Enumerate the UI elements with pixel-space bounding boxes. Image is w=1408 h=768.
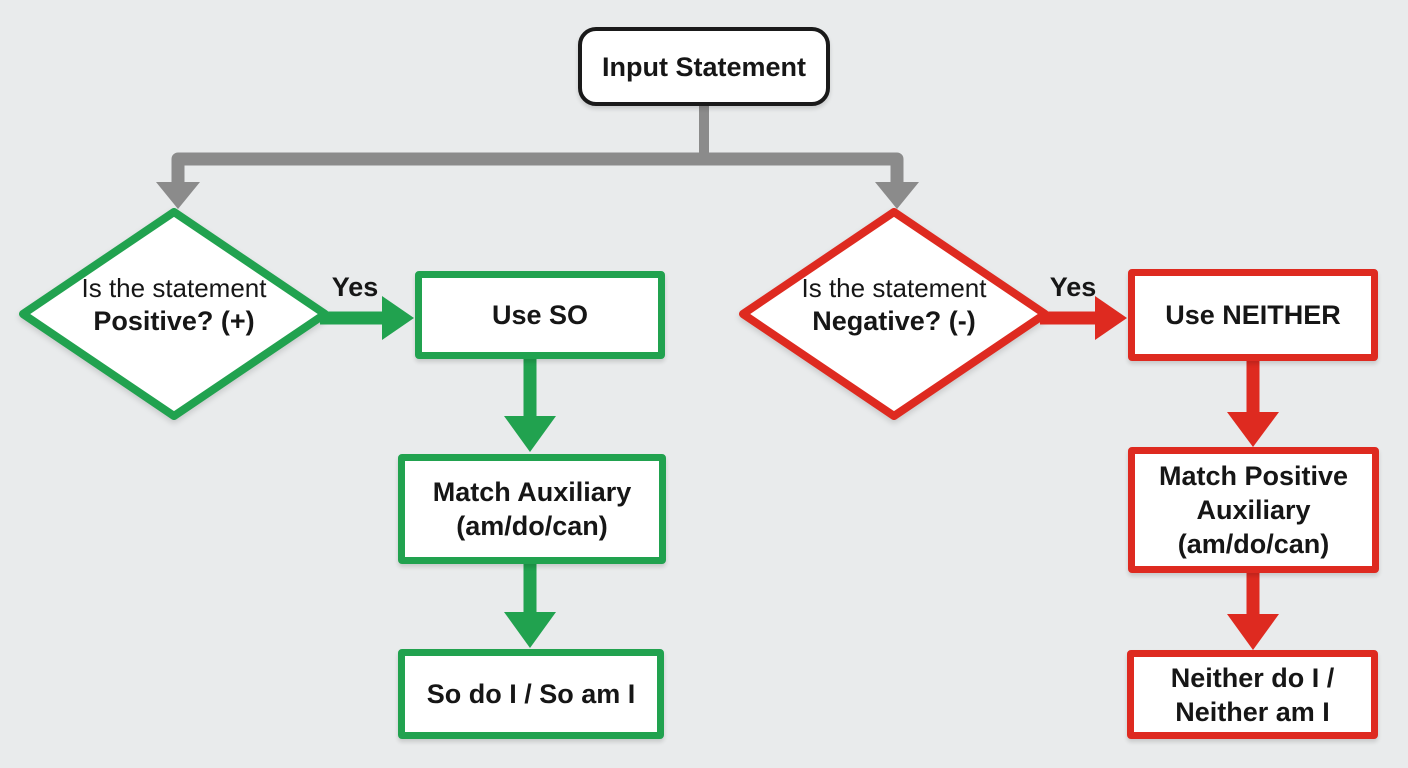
yes-label-right: Yes — [1049, 272, 1097, 302]
decision-line-1: Is the statement — [801, 273, 987, 303]
node-line: (am/do/can) — [456, 511, 608, 541]
node-line: Match Positive — [1158, 461, 1349, 491]
decision-line-2: Negative? (-) — [812, 306, 976, 336]
arrowhead-down-right-icon — [875, 182, 919, 209]
green-arrow-2 — [504, 562, 556, 648]
arrowhead-down-red-icon — [1227, 412, 1279, 447]
node-label: Input Statement — [601, 51, 806, 82]
arrowhead-down-red-icon — [1227, 614, 1279, 650]
node-match-positive-auxiliary: Match Positive Auxiliary (am/do/can) — [1128, 447, 1379, 573]
negative-decision-label: Is the statement Negative? (-) — [744, 272, 1044, 338]
node-line: Neither do I / — [1170, 662, 1335, 693]
node-line: (am/do/can) — [1177, 529, 1330, 559]
node-line: Auxiliary — [1196, 495, 1311, 525]
arrowhead-down-green-icon — [504, 416, 556, 452]
arrowhead-right-red-icon — [1095, 296, 1127, 340]
positive-decision-label: Is the statement Positive? (+) — [24, 272, 324, 338]
green-arrow-1 — [504, 358, 556, 452]
decision-line-2: Positive? (+) — [93, 306, 255, 336]
red-arrow-2 — [1227, 571, 1279, 650]
node-line: Use NEITHER — [1165, 300, 1341, 330]
arrowhead-right-green-icon — [382, 296, 414, 340]
node-use-so: Use SO — [415, 271, 665, 359]
arrowhead-down-left-icon — [156, 182, 200, 209]
node-line: Neither am I — [1175, 696, 1330, 727]
node-so-do-i: So do I / So am I — [398, 649, 664, 739]
node-neither-do-i: Neither do I / Neither am I — [1127, 650, 1378, 739]
red-arrow-1 — [1227, 359, 1279, 447]
node-input-statement: Input Statement — [578, 27, 830, 106]
yes-label-left: Yes — [331, 272, 379, 302]
decision-line-1: Is the statement — [81, 273, 267, 303]
node-line: So do I / So am I — [426, 679, 636, 709]
arrowhead-down-green-icon — [504, 612, 556, 648]
node-line: Use SO — [491, 300, 589, 330]
root-split-connector — [156, 101, 919, 209]
node-match-auxiliary: Match Auxiliary (am/do/can) — [398, 454, 666, 564]
yes-arrow-left — [320, 296, 414, 340]
node-use-neither: Use NEITHER — [1128, 269, 1378, 361]
node-line: Match Auxiliary — [432, 477, 632, 507]
yes-arrow-right — [1040, 296, 1127, 340]
